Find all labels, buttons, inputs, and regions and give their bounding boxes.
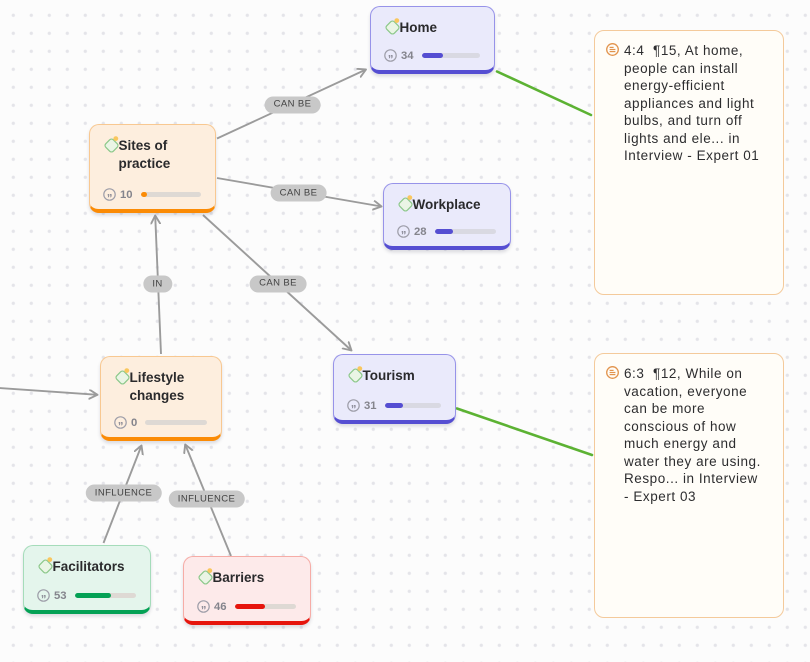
svg-text:„: „ xyxy=(388,49,394,60)
svg-text:„: „ xyxy=(201,600,207,611)
svg-text:„: „ xyxy=(107,188,113,199)
svg-text:„: „ xyxy=(401,225,407,236)
svg-text:„: „ xyxy=(118,416,124,427)
svg-text:„: „ xyxy=(351,399,357,410)
svg-text:„: „ xyxy=(41,589,47,600)
